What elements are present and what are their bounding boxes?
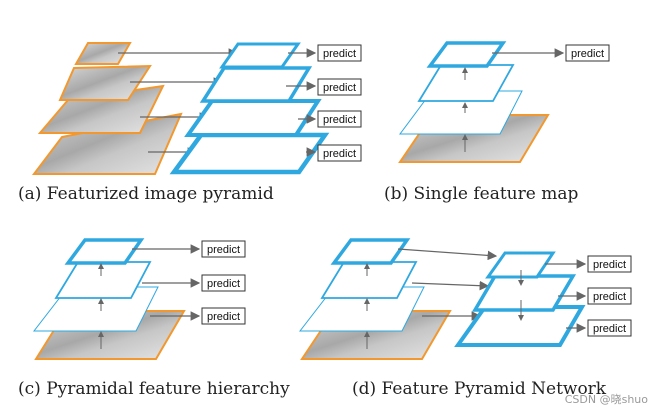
arrow: [397, 248, 498, 261]
feature-map-3: [426, 41, 507, 68]
predict-box: predict: [317, 110, 362, 128]
feature-map-3: [199, 66, 313, 103]
panel-a: predict predict predict predict (a) Feat…: [18, 42, 362, 204]
predict-box: predict: [565, 44, 610, 62]
caption-a: (a) Featurized image pyramid: [18, 184, 274, 204]
caption-d: (d) Feature Pyramid Network: [352, 379, 607, 399]
predict-label: predict: [323, 48, 356, 60]
image-level-4: [74, 42, 132, 65]
predict-label: predict: [207, 244, 240, 256]
predict-label: predict: [593, 323, 626, 335]
predict-box: predict: [587, 287, 632, 305]
predict-box: predict: [201, 274, 246, 292]
panel-b: predict (b) Single feature map: [384, 41, 610, 204]
predict-label: predict: [323, 148, 356, 160]
predict-label: predict: [571, 48, 604, 60]
predict-label: predict: [323, 82, 356, 94]
predict-box: predict: [587, 255, 632, 273]
feature-map-4: [219, 42, 301, 69]
image-level-3: [58, 64, 152, 101]
predict-box: predict: [317, 144, 362, 162]
predict-label: predict: [593, 291, 626, 303]
panel-c: predict predict predict (c) Pyramidal fe…: [18, 238, 290, 399]
predict-label: predict: [207, 311, 240, 323]
predict-box: predict: [201, 240, 246, 258]
feature-map-1: [169, 132, 330, 175]
top-down-map-3: [485, 251, 556, 279]
predict-box: predict: [317, 44, 362, 62]
feature-map-3: [64, 238, 145, 265]
predict-box: predict: [587, 319, 632, 337]
arrow: [411, 280, 490, 291]
predict-label: predict: [207, 278, 240, 290]
caption-c: (c) Pyramidal feature hierarchy: [18, 379, 290, 399]
predict-label: predict: [323, 114, 356, 126]
bottom-up-map-3: [330, 238, 411, 265]
watermark: CSDN @晓shuo: [565, 393, 649, 406]
predict-box: predict: [317, 78, 362, 96]
caption-b: (b) Single feature map: [384, 184, 578, 204]
panel-d: predict predict predict (d) Feature Pyra…: [298, 238, 632, 399]
top-down-map-2: [471, 274, 577, 312]
predict-box: predict: [201, 307, 246, 325]
predict-label: predict: [593, 259, 626, 271]
top-down-map-1: [454, 305, 586, 347]
feature-map-2: [184, 99, 322, 137]
